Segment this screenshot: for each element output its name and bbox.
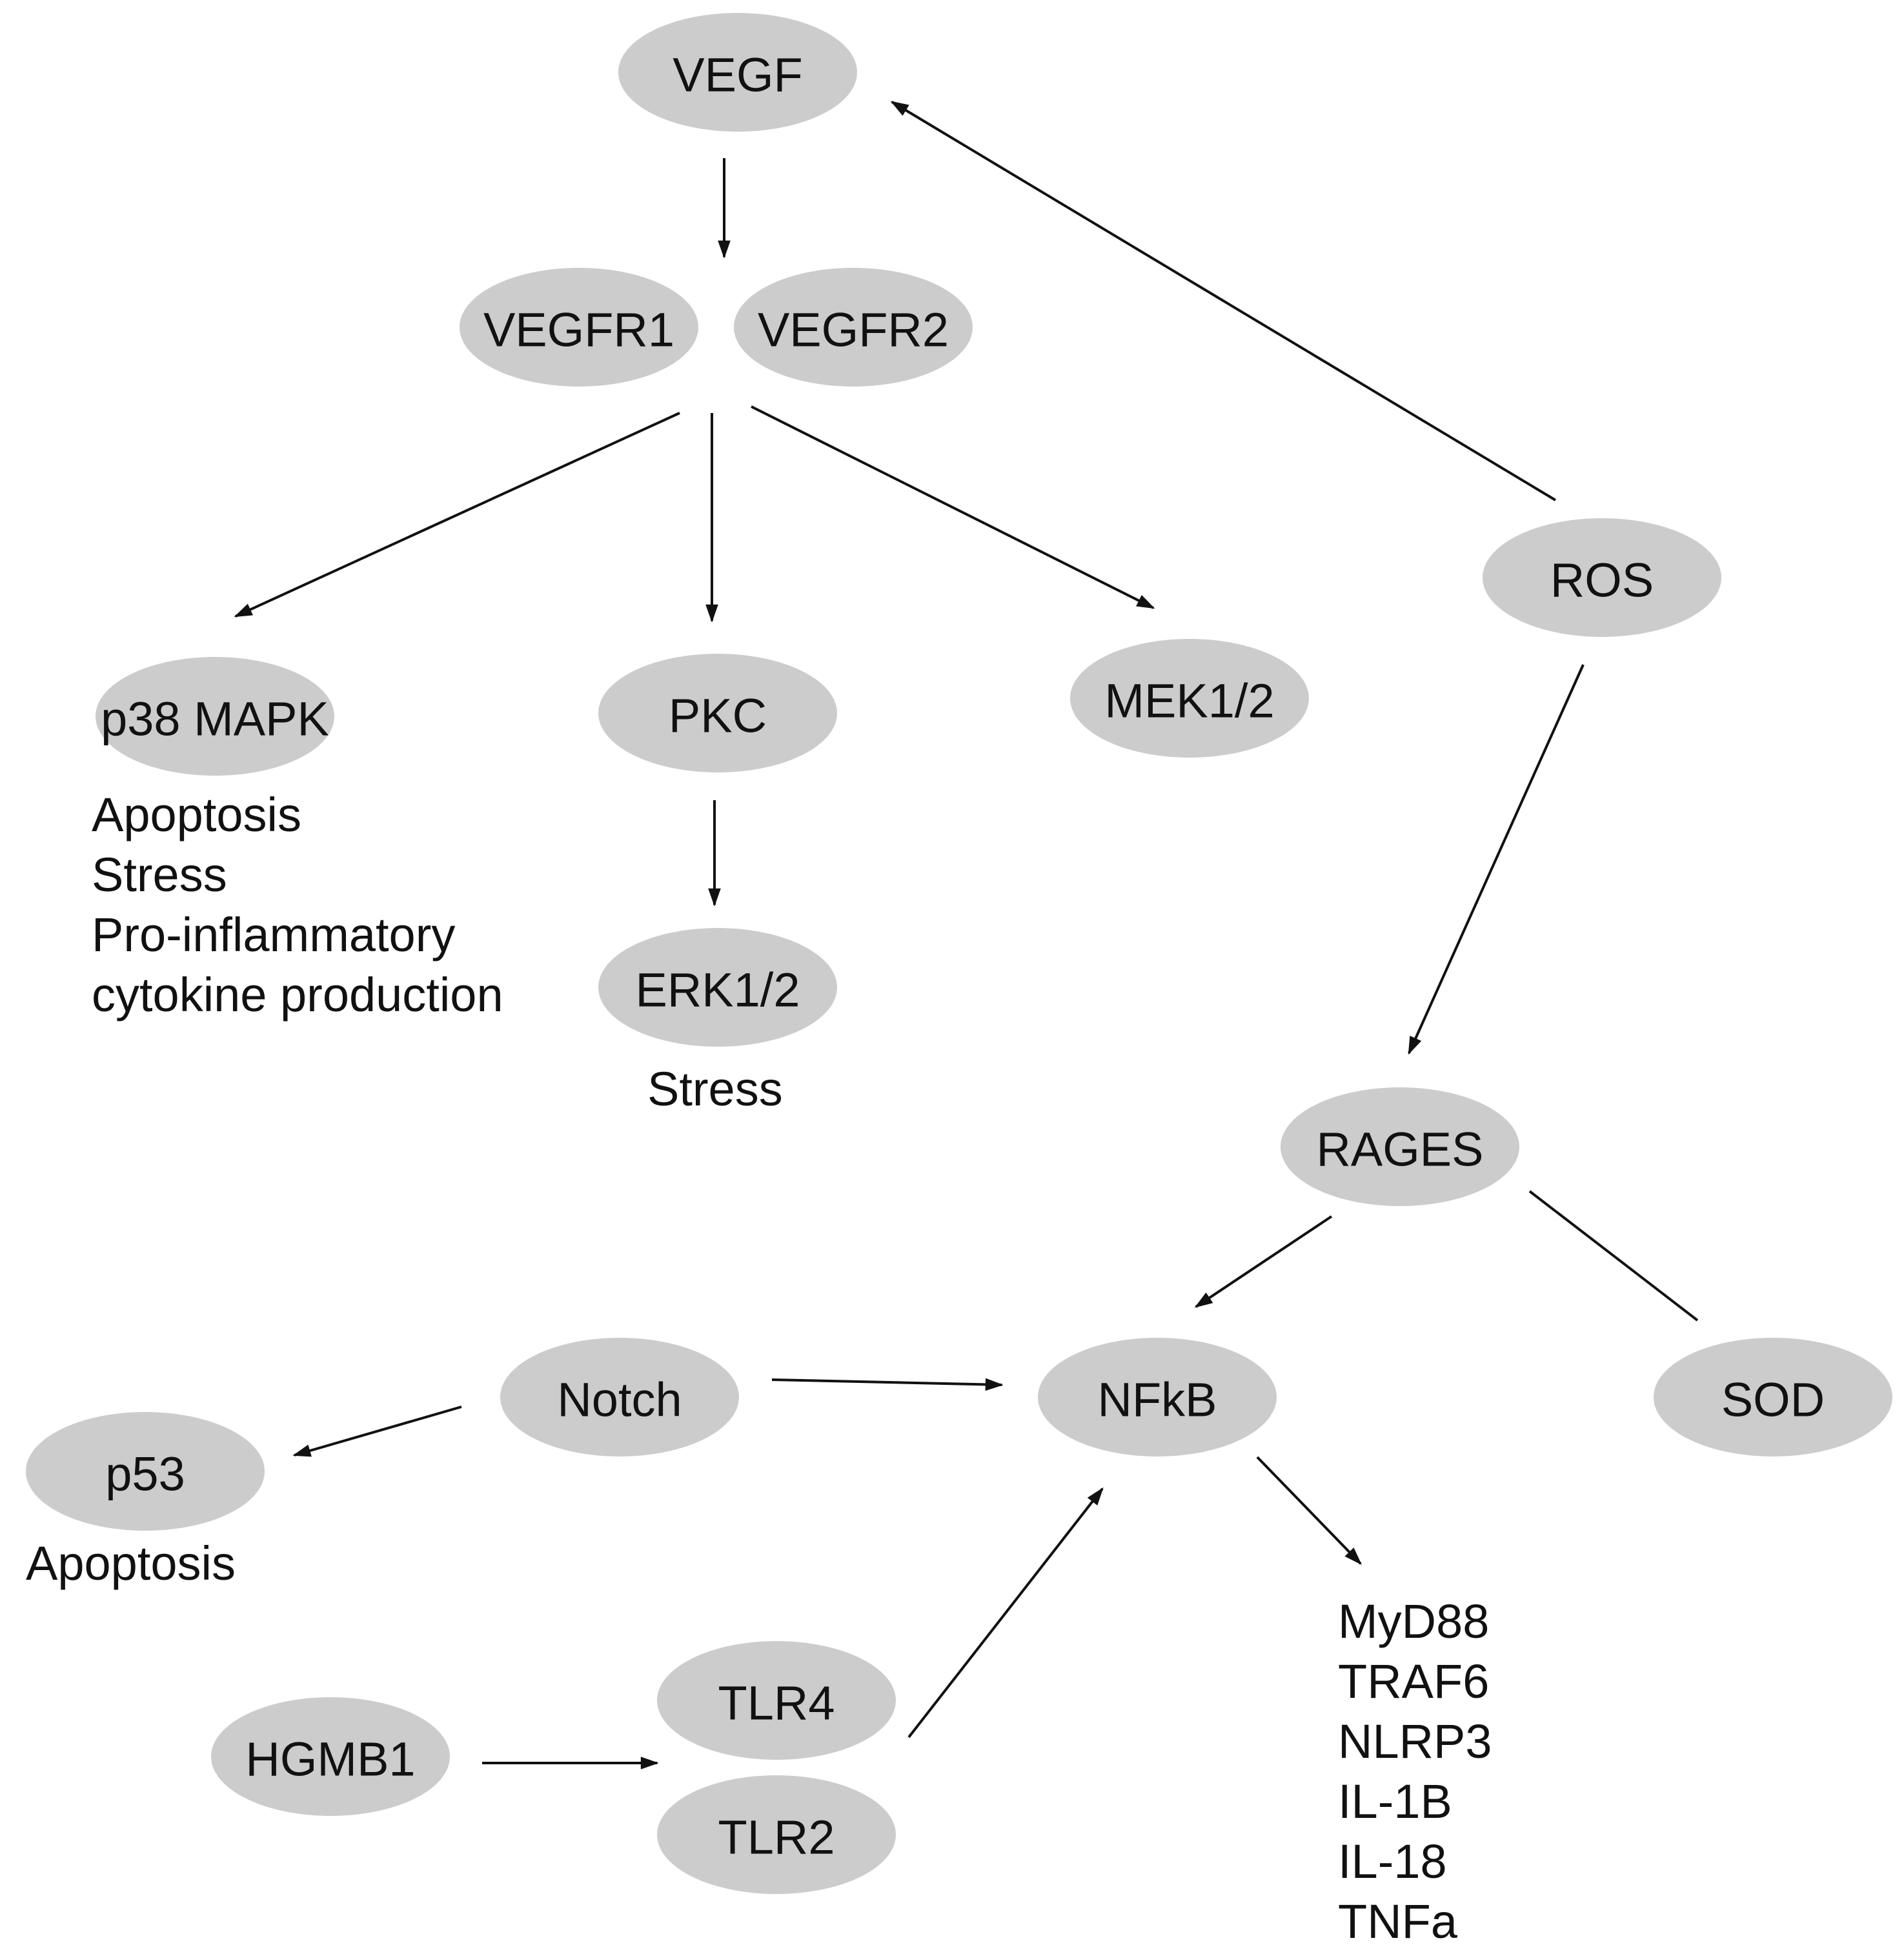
annotation-line: Stress	[647, 1062, 783, 1116]
node-hgmb1-shape	[211, 1697, 450, 1816]
edge-notch-nfkb	[771, 1378, 1004, 1391]
annotation-line: IL-1B	[1338, 1775, 1452, 1828]
node-sod-label: SOD	[1721, 1373, 1825, 1427]
node-erk12-label: ERK1/2	[635, 963, 800, 1017]
node-tlr2: TLR2	[657, 1775, 896, 1894]
edge-nfkb-targets	[1256, 1456, 1362, 1566]
edge-notch-p53	[292, 1406, 462, 1457]
node-tlr4-label: TLR4	[718, 1677, 835, 1730]
node-rages-label: RAGES	[1316, 1123, 1483, 1176]
node-p38mapk: p38 MAPK	[96, 657, 334, 776]
annotation-line: Apoptosis	[26, 1537, 236, 1590]
edges	[234, 101, 1699, 1769]
node-tlr4: TLR4	[657, 1641, 896, 1760]
node-notch: Notch	[500, 1338, 739, 1456]
annotation-erk-effects: Stress	[647, 1062, 783, 1116]
node-pkc-label: PKC	[669, 689, 767, 743]
edge-ros-rages	[1408, 664, 1585, 1055]
node-vegfr2-label: VEGFR2	[758, 303, 949, 357]
node-vegf-label: VEGF	[673, 48, 802, 102]
node-sod-shape	[1654, 1338, 1892, 1456]
node-nfkb: NFkB	[1038, 1338, 1277, 1456]
node-notch-label: Notch	[557, 1373, 682, 1427]
node-mek12: MEK1/2	[1070, 639, 1309, 758]
node-tlr4-shape	[657, 1641, 896, 1760]
node-p53-shape	[26, 1412, 265, 1531]
annotation-line: Stress	[92, 848, 227, 902]
node-ros-shape	[1483, 518, 1721, 637]
node-nfkb-label: NFkB	[1098, 1373, 1217, 1427]
node-nfkb-shape	[1038, 1338, 1277, 1456]
node-vegfr2: VEGFR2	[734, 268, 973, 387]
annotation-line: cytokine production	[92, 968, 503, 1022]
node-p38mapk-shape	[96, 657, 334, 776]
annotation-line: NLRP3	[1338, 1715, 1492, 1768]
node-ros-label: ROS	[1550, 554, 1654, 607]
annotation-line: Pro-inflammatory	[92, 908, 455, 962]
edge-ros-vegf	[890, 101, 1557, 501]
node-erk12-shape	[598, 928, 837, 1047]
node-rages-shape	[1281, 1087, 1519, 1206]
annotation-p38-effects: Apoptosis Stress Pro-inflammatory cytoki…	[92, 788, 503, 1022]
node-pkc-shape	[598, 654, 837, 772]
node-p38mapk-label: p38 MAPK	[101, 692, 329, 746]
annotation-line: IL-18	[1338, 1835, 1447, 1888]
node-vegf-shape	[618, 13, 857, 132]
edge-rages-sod	[1528, 1190, 1699, 1322]
edge-vegfr-p38mapk	[234, 412, 680, 618]
node-mek12-shape	[1070, 639, 1309, 758]
annotation-nfkb-targets: MyD88 TRAF6 NLRP3 IL-1B IL-18 TNFa	[1338, 1595, 1492, 1945]
node-vegf: VEGF	[618, 13, 857, 132]
node-hgmb1: HGMB1	[211, 1697, 450, 1816]
node-tlr2-shape	[657, 1775, 896, 1894]
node-tlr2-label: TLR2	[718, 1811, 835, 1864]
node-hgmb1-label: HGMB1	[245, 1733, 415, 1786]
annotation-line: TNFa	[1338, 1895, 1458, 1945]
node-ros: ROS	[1483, 518, 1721, 637]
node-notch-shape	[500, 1338, 739, 1456]
node-p53-label: p53	[105, 1447, 185, 1501]
annotation-p53-effects: Apoptosis	[26, 1537, 236, 1590]
edge-rages-nfkb	[1194, 1215, 1333, 1308]
node-vegfr2-shape	[734, 268, 973, 387]
node-vegfr1-shape	[460, 268, 698, 387]
edge-tlr-nfkb	[907, 1487, 1104, 1738]
node-erk12: ERK1/2	[598, 928, 837, 1047]
node-vegfr1-label: VEGFR1	[483, 303, 674, 357]
node-pkc: PKC	[598, 654, 837, 772]
edge-vegfr-mek12	[751, 405, 1155, 609]
annotation-line: Apoptosis	[92, 788, 301, 841]
node-p53: p53	[26, 1412, 265, 1531]
nodes: VEGF VEGFR1 VEGFR2 ROS p38 MAPK PKC MEK1…	[26, 13, 1892, 1894]
node-vegfr1: VEGFR1	[460, 268, 698, 387]
node-rages: RAGES	[1281, 1087, 1519, 1206]
node-mek12-label: MEK1/2	[1104, 674, 1274, 728]
annotation-line: MyD88	[1338, 1595, 1489, 1648]
node-sod: SOD	[1654, 1338, 1892, 1456]
annotation-line: TRAF6	[1338, 1655, 1489, 1708]
